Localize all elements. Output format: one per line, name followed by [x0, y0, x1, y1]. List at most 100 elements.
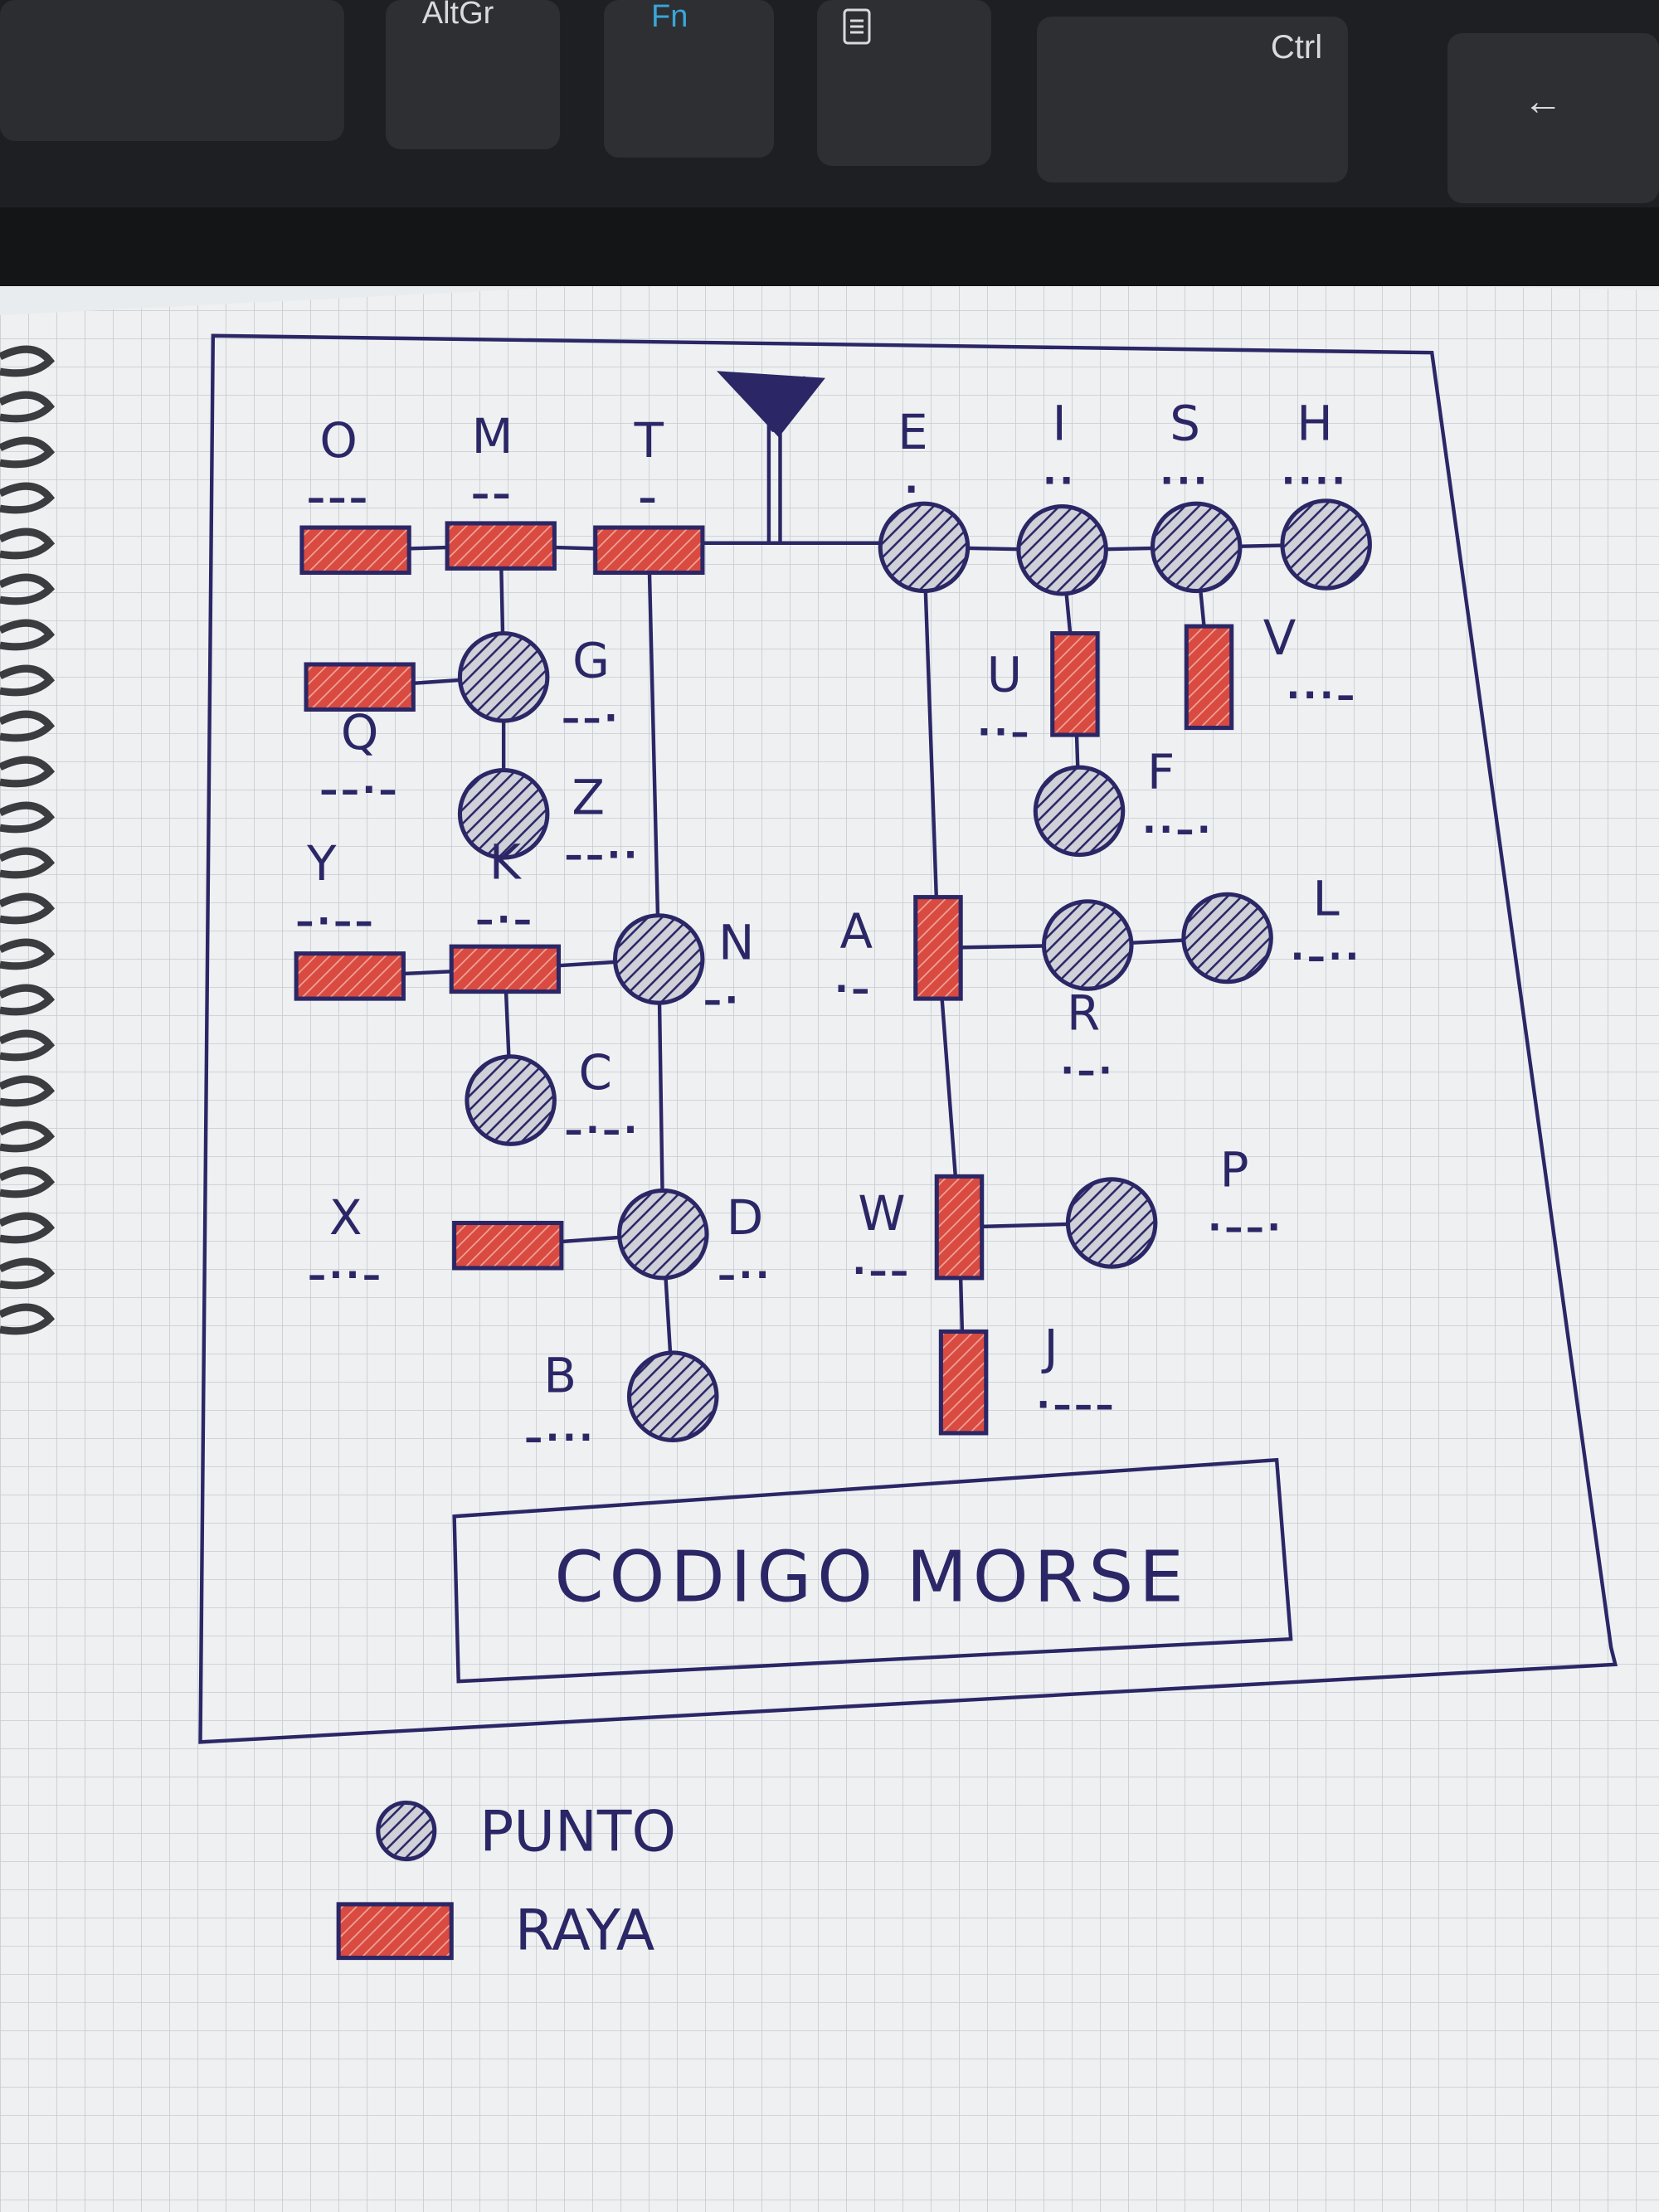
node-code: –––: [307, 478, 371, 520]
node-i: I··: [1016, 396, 1108, 596]
node-t: T–: [593, 412, 705, 576]
dot-symbol: [612, 913, 705, 1005]
node-z: Z––··: [457, 768, 638, 877]
spiral-ring: [0, 664, 56, 697]
legend-dot-symbol: [376, 1800, 437, 1862]
key-arrow-left[interactable]: ←: [1447, 33, 1659, 203]
node-code: –··–: [308, 1255, 383, 1297]
node-code: –···: [524, 1417, 596, 1459]
node-m: M––: [445, 408, 557, 571]
node-letter: P: [1220, 1141, 1249, 1198]
dash-symbol: [938, 1329, 989, 1436]
spiral-ring: [0, 801, 56, 834]
spiral-ring: [0, 619, 56, 651]
spiral-ring: [0, 710, 56, 742]
node-letter: Z: [572, 769, 605, 825]
edge-t-n: [647, 548, 661, 961]
dot-symbol: [1181, 892, 1273, 984]
key-label: Ctrl: [1271, 29, 1322, 66]
node-letter: G: [572, 632, 610, 688]
key-fn[interactable]: Fn: [604, 0, 774, 158]
node-w: W·––: [852, 1174, 985, 1293]
node-letter: T: [634, 412, 664, 469]
node-code: ·–··: [1291, 936, 1362, 978]
dot-symbol: [878, 501, 971, 594]
spiral-ring: [0, 938, 56, 970]
key-label: Fn: [651, 0, 688, 34]
spiral-ring: [0, 1166, 56, 1198]
node-h: H····: [1280, 396, 1372, 591]
spiral-ring: [0, 1303, 56, 1335]
legend-dash-symbol: [336, 1902, 454, 1961]
node-code: –·–·: [564, 1110, 640, 1152]
morse-diagram: E·I··S···H····T–M––O–––G––·Q––·–Z––··N–·…: [198, 333, 1618, 1963]
node-letter: B: [543, 1348, 577, 1404]
node-code: ––: [471, 474, 513, 516]
node-code: ––·: [562, 698, 620, 740]
node-letter: I: [1053, 396, 1067, 452]
dash-symbol: [1050, 631, 1100, 737]
node-letter: J: [1041, 1320, 1058, 1376]
keyboard: AltGr Fn Ctrl ←: [0, 0, 1659, 286]
node-letter: O: [319, 412, 358, 469]
edge-e-a: [922, 545, 941, 950]
menu-icon: [843, 8, 871, 45]
dash-symbol: [1184, 624, 1234, 731]
node-code: ·–: [834, 968, 873, 1010]
dash-symbol: [304, 662, 416, 712]
node-code: –·–: [475, 899, 534, 941]
node-letter: N: [718, 914, 754, 970]
spiral-ring: [0, 1029, 56, 1062]
dot-symbol: [617, 1188, 709, 1281]
spiral-ring: [0, 482, 56, 514]
node-code: ·–––: [1036, 1384, 1117, 1427]
node-letter: D: [727, 1189, 764, 1246]
node-y: Y–·––: [294, 835, 406, 1001]
node-letter: X: [329, 1189, 362, 1246]
node-code: ·–·: [1060, 1050, 1115, 1092]
node-code: ··–·: [1142, 809, 1214, 851]
dash-symbol: [299, 525, 411, 576]
node-r: R·–·: [1041, 899, 1134, 1092]
antenna-icon: [716, 371, 825, 545]
key-altgr[interactable]: AltGr: [386, 0, 560, 149]
spiral-binding: [0, 345, 56, 1335]
dot-symbol: [1041, 899, 1134, 991]
dash-symbol: [449, 944, 562, 994]
spiral-ring: [0, 756, 56, 788]
node-letter: Q: [341, 704, 379, 761]
legend: PUNTO RAYA: [336, 1799, 676, 1963]
notebook-page: [0, 274, 1659, 2212]
spiral-ring: [0, 391, 56, 423]
legend-dot-label: PUNTO: [479, 1799, 676, 1864]
node-l: L·–··: [1181, 871, 1362, 984]
spiral-ring: [0, 892, 56, 925]
dot-symbol: [457, 631, 550, 723]
node-p: P ·––·: [1065, 1141, 1283, 1269]
node-a: A·–: [834, 895, 963, 1010]
key-ctrl[interactable]: Ctrl: [1037, 17, 1348, 182]
spiral-ring: [0, 573, 56, 605]
node-letter: Y: [306, 835, 337, 892]
dash-symbol: [452, 1220, 564, 1271]
dot-symbol: [457, 768, 550, 860]
node-code: –: [639, 478, 660, 520]
node-e: E·: [878, 404, 971, 594]
node-code: ···: [1160, 460, 1210, 503]
key-space[interactable]: [0, 0, 344, 141]
node-letter: K: [489, 834, 523, 891]
node-v: V···–: [1184, 610, 1358, 731]
spiral-ring: [0, 1075, 56, 1107]
node-code: ·––·: [1208, 1207, 1283, 1249]
outer-frame: [198, 333, 1618, 1744]
edge-n-d: [657, 957, 665, 1237]
key-menu[interactable]: [817, 0, 991, 166]
spiral-ring: [0, 984, 56, 1016]
tree-nodes: E·I··S···H····T–M––O–––G––·Q––·–Z––··N–·…: [294, 396, 1372, 1459]
spiral-ring: [0, 527, 56, 560]
node-code: ···–: [1287, 675, 1358, 717]
node-code: ··–: [977, 712, 1032, 754]
node-letter: U: [987, 646, 1022, 702]
node-code: ·: [904, 469, 921, 511]
node-letter: W: [858, 1185, 905, 1242]
